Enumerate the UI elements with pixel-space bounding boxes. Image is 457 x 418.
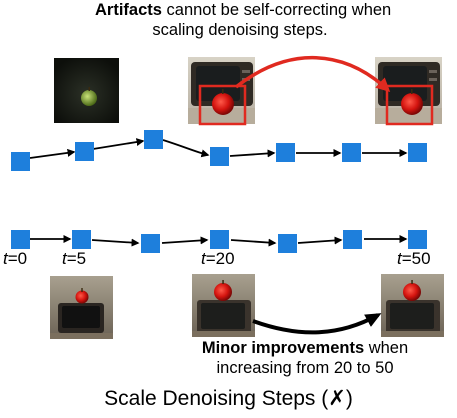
artifacts-note-rest: cannot be self-correcting when	[161, 1, 392, 19]
edge-arrow	[230, 238, 277, 247]
node	[408, 230, 427, 249]
edge-arrow	[297, 236, 343, 245]
image-top-small-apple	[54, 58, 119, 123]
top-nodes	[11, 130, 427, 171]
node	[210, 230, 229, 249]
artifacts-note-line2: scaling denoising steps.	[152, 21, 328, 39]
image-bottom-tv-apple-3	[381, 274, 444, 337]
edge-arrow	[162, 139, 210, 158]
edge-arrow	[161, 236, 209, 245]
node	[141, 234, 160, 253]
improvements-note-bold: Minor improvements	[201, 339, 365, 357]
artifact-box	[385, 84, 434, 126]
image-top-tv-apple-mid	[188, 57, 255, 126]
red-apple-icon	[214, 283, 232, 301]
improvements-note-line2: increasing from 20 to 50	[216, 359, 394, 377]
node	[276, 143, 295, 162]
red-apple-icon	[75, 290, 89, 304]
artifact-box	[198, 84, 247, 126]
red-apple-icon	[212, 93, 234, 115]
bottom-nodes	[11, 230, 427, 253]
node	[144, 130, 163, 149]
node	[11, 152, 30, 171]
timestep-label: t=20	[201, 249, 235, 268]
red-apple-icon	[401, 93, 423, 115]
edge-arrow	[229, 149, 276, 158]
node	[72, 230, 91, 249]
node	[11, 230, 30, 249]
edge-arrow	[29, 148, 76, 159]
image-top-tv-apple-final	[375, 57, 442, 126]
improvements-note-rest: when	[364, 339, 409, 357]
node	[342, 143, 361, 162]
green-apple-icon	[81, 90, 97, 106]
timestep-label: t=5	[62, 249, 87, 268]
bottom-trajectory	[30, 235, 408, 247]
edge-arrow	[91, 238, 140, 247]
node	[408, 143, 427, 162]
image-bottom-tv-apple-2	[192, 274, 255, 337]
improvements-note: Minor improvements when increasing from …	[170, 338, 440, 378]
node	[278, 234, 297, 253]
figure-caption: Scale Denoising Steps (✗)	[104, 387, 353, 410]
node	[210, 147, 229, 166]
artifacts-note: Artifacts cannot be self-correcting when…	[95, 0, 391, 40]
black-curved-arrow	[252, 313, 382, 335]
edge-arrow	[92, 138, 145, 150]
image-bottom-tv-apple-1	[50, 276, 113, 339]
red-apple-icon	[403, 283, 421, 301]
top-trajectory	[29, 138, 408, 159]
timestep-label: t=50	[397, 249, 431, 268]
node	[343, 230, 362, 249]
red-curved-arrow	[234, 56, 391, 93]
timestep-label: t=0	[3, 249, 28, 268]
node	[75, 142, 94, 161]
artifacts-note-bold: Artifacts	[95, 1, 162, 19]
